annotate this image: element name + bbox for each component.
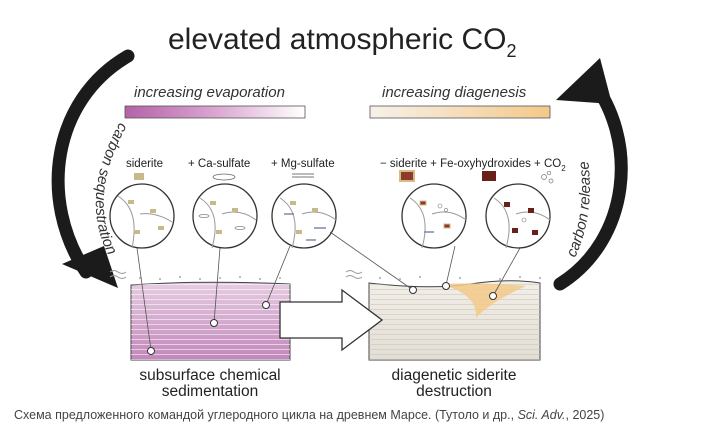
mineral-label-mg-sulfate: + Mg-sulfate <box>271 158 335 170</box>
caption-year: , 2025) <box>565 408 605 422</box>
mineral-label-siderite: siderite <box>126 158 163 170</box>
carbon-sequestration-arrow <box>51 49 135 288</box>
carbon-release-arrow <box>553 58 628 291</box>
leader-lines <box>136 231 521 351</box>
mg-sulfate-crystal-icon <box>292 173 314 178</box>
mineral-label-ca-sulfate: + Ca-sulfate <box>188 158 250 170</box>
block-left-label-line2: sedimentation <box>162 383 259 400</box>
water-surface-right <box>345 270 363 279</box>
caption-journal: Sci. Adv. <box>517 408 566 422</box>
pore-circle-mg-sulfate <box>271 183 337 249</box>
fe-oxyhydroxide-icon <box>482 171 496 181</box>
carbon-cycle-diagram: elevated atmospheric CO2 carbon sequestr… <box>51 23 628 400</box>
pore-circle-siderite <box>109 183 175 249</box>
ca-sulfate-crystal-icon <box>212 173 236 181</box>
block-right-label-line2: destruction <box>416 383 492 400</box>
co2-bubbles-icon <box>541 170 554 184</box>
caption-text: Схема предложенного командой углеродного… <box>14 408 518 422</box>
pore-circle-diagenesis-2 <box>485 183 551 249</box>
block-right-label-line1: diagenetic siderite <box>392 367 517 384</box>
mineral-label-diagenesis: − siderite + Fe-oxyhydroxides + CO2 <box>380 158 566 173</box>
surface-dots <box>139 276 541 280</box>
block-left-label-line1: subsurface chemical <box>139 367 280 384</box>
diagram-title: elevated atmospheric CO2 <box>168 23 517 61</box>
diagenesis-label: increasing diagenesis <box>382 84 527 101</box>
sediment-block-right <box>368 280 541 361</box>
altered-siderite-icon <box>399 170 415 182</box>
transition-arrow <box>279 288 384 352</box>
carbon-release-label: carbon release <box>563 161 594 260</box>
sample-points <box>147 282 497 355</box>
water-surface-left <box>109 270 127 279</box>
evaporation-label: increasing evaporation <box>134 84 285 101</box>
pore-circle-ca-sulfate <box>192 183 258 249</box>
figure-caption: Схема предложенного командой углеродного… <box>14 406 694 424</box>
evaporation-gradient-bar <box>124 105 306 119</box>
siderite-crystal-icon <box>134 173 144 180</box>
pore-circle-diagenesis-1 <box>401 183 467 249</box>
diagenesis-gradient-bar <box>369 105 551 119</box>
